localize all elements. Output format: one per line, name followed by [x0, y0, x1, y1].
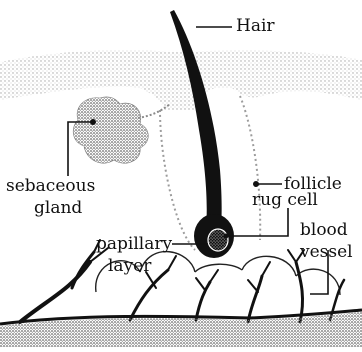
label-papillary: papillary	[96, 236, 172, 253]
label-vessel: vessel	[300, 244, 353, 261]
epidermis-band	[0, 50, 362, 110]
label-gland: gland	[34, 200, 82, 217]
rug-cell-leader	[226, 208, 288, 236]
blood-vessels	[20, 240, 344, 322]
sebaceous-gland	[73, 97, 148, 163]
label-hair: Hair	[236, 18, 275, 35]
label-sebaceous: sebaceous	[6, 178, 95, 195]
hair-shaft	[170, 10, 222, 228]
label-layer: layer	[108, 258, 151, 275]
label-rug-cell: rug cell	[252, 192, 318, 209]
label-blood: blood	[300, 222, 348, 239]
papilla	[208, 229, 228, 251]
